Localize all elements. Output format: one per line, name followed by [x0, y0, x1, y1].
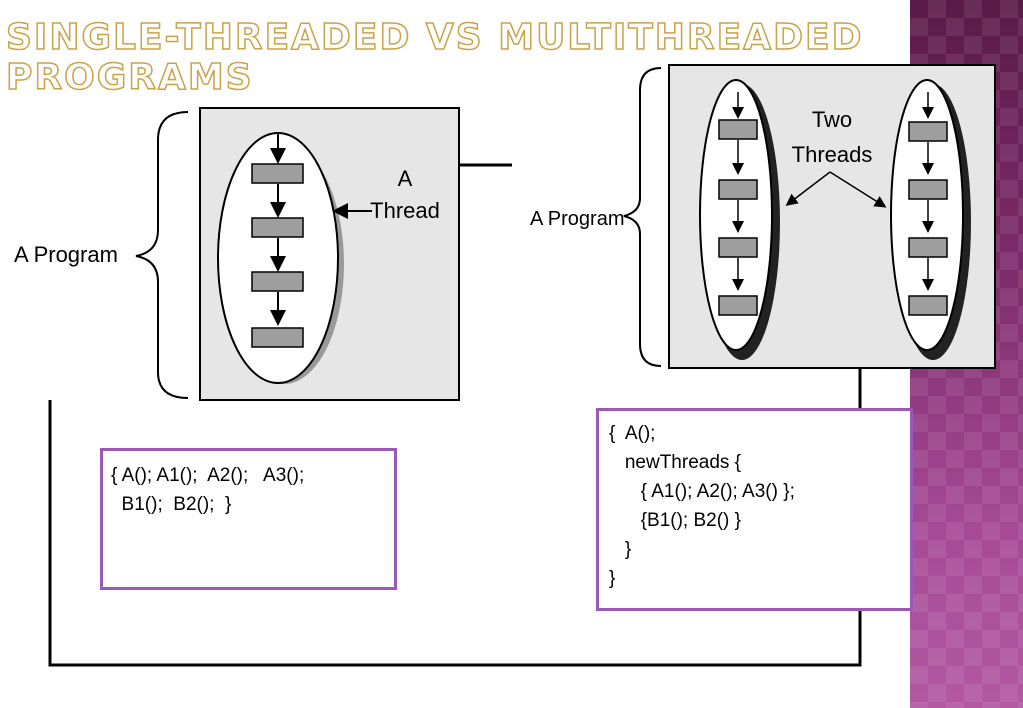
- two-threads-label-line-1: Two: [812, 107, 852, 132]
- thread-1-step: [718, 179, 758, 200]
- thread-1-ellipse: [699, 79, 773, 351]
- multi-program-label: A Program: [530, 208, 624, 230]
- thread-2-step: [908, 295, 948, 316]
- code-line: B1(); B2(); }: [111, 494, 232, 515]
- two-threads-label-line-2: Threads: [792, 142, 873, 167]
- code-line: { A(); A1(); A2(); A3();: [111, 465, 305, 486]
- thread-label-line-2: Thread: [370, 198, 440, 223]
- code-line: newThreads {: [609, 452, 742, 473]
- thread-1-step: [718, 295, 758, 316]
- thread-2-step: [908, 121, 948, 142]
- thread-2-ellipse: [890, 79, 964, 351]
- multi-thread-code-box: { A(); newThreads { { A1(); A2(); A3() }…: [596, 408, 913, 611]
- thread-step-block: [251, 163, 304, 184]
- thread-step-block: [251, 217, 304, 238]
- pointer-to-thread-1: [785, 171, 831, 206]
- code-line: }: [609, 568, 616, 589]
- single-thread-code-box: { A(); A1(); A2(); A3(); B1(); B2(); }: [100, 448, 397, 590]
- code-line: { A1(); A2(); A3() };: [609, 481, 795, 502]
- thread-step-block: [251, 271, 304, 292]
- code-line: {B1(); B2() }: [609, 510, 741, 531]
- multi-thread-panel: Two Threads: [668, 64, 996, 369]
- thread-2-step: [908, 179, 948, 200]
- multi-program-brace: [623, 67, 662, 367]
- thread-1-step: [718, 237, 758, 258]
- slide-title-line-2: Programs: [5, 57, 254, 99]
- thread-1-step: [718, 119, 758, 140]
- single-thread-panel: A Thread: [199, 107, 460, 401]
- slide-title-line-1: Single-Threaded vs Multithreaded: [5, 17, 864, 59]
- slide-title: Single-Threaded vs Multithreaded Program…: [5, 17, 864, 99]
- thread-step-block: [251, 327, 304, 348]
- code-line: { A();: [609, 423, 656, 444]
- thread-2-step: [908, 237, 948, 258]
- single-program-label: A Program: [14, 242, 118, 267]
- thread-label-line-1: A: [398, 166, 413, 191]
- single-program-brace: [135, 111, 189, 399]
- pointer-to-thread-2: [829, 171, 887, 208]
- code-line: }: [609, 539, 632, 560]
